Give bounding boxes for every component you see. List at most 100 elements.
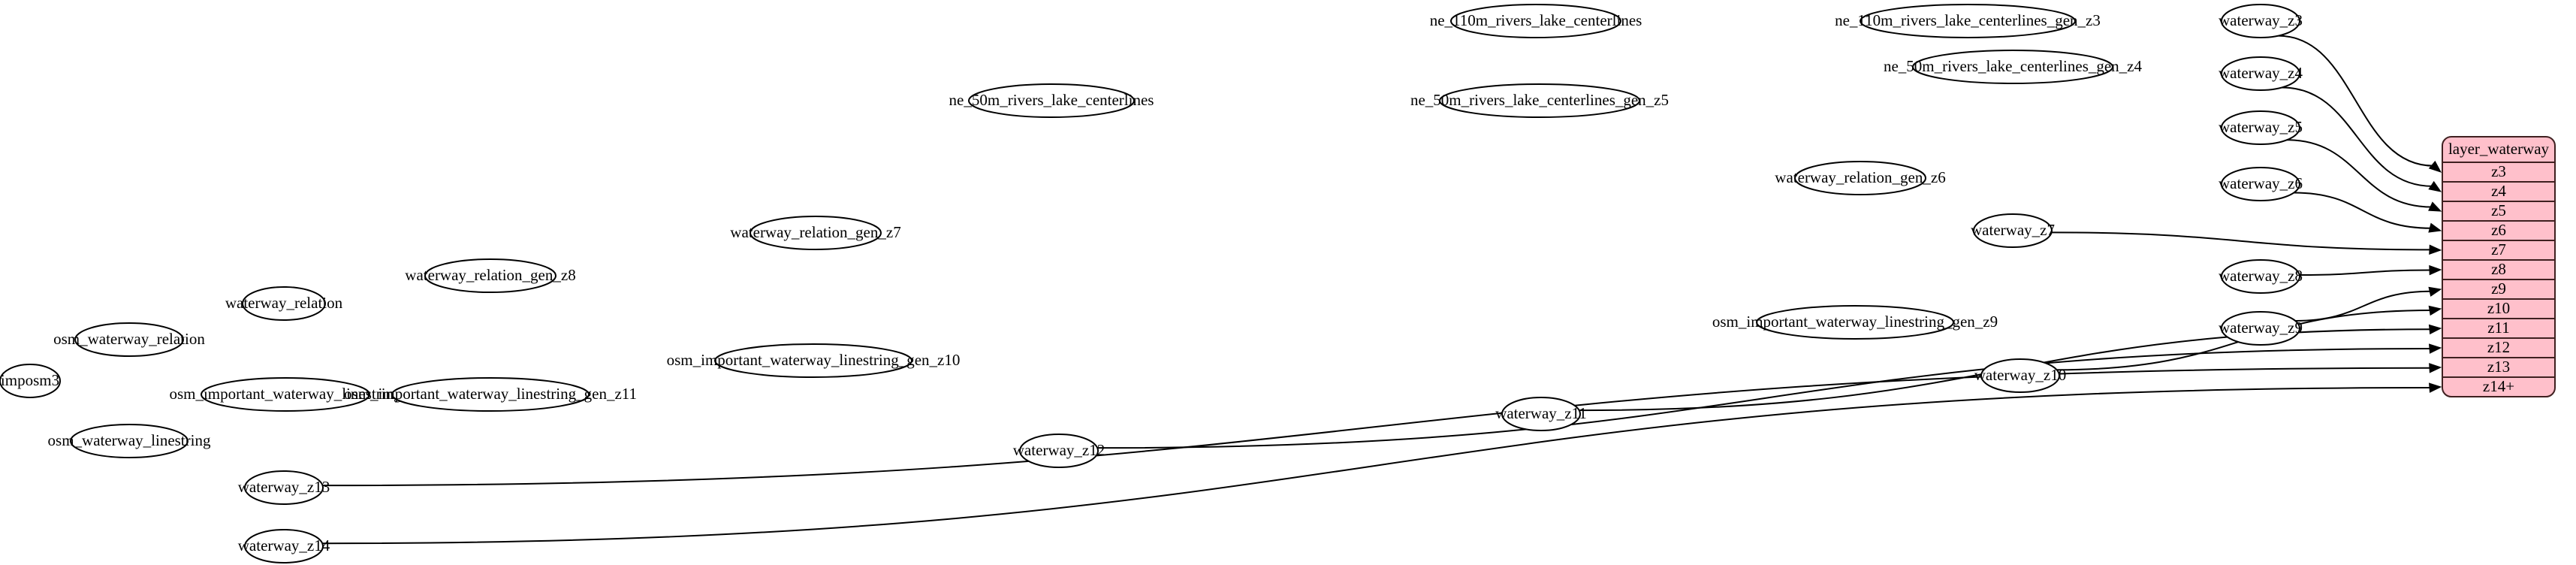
table-row-z10[interactable]: z10 [2442,298,2555,317]
node-osm_important_waterway_linestring_gen_z10[interactable]: osm_important_waterway_linestring_gen_z1… [667,343,961,378]
node-label-waterway_z4: waterway_z4 [2219,64,2303,82]
node-shape-waterway_z5 [2221,110,2300,145]
node-waterway_z8[interactable]: waterway_z8 [2219,259,2303,294]
node-label-osm_waterway_linestring: osm_waterway_linestring [48,431,211,449]
node-shape-waterway_z3 [2221,4,2300,38]
node-waterway_relation_gen_z8[interactable]: waterway_relation_gen_z8 [405,258,576,293]
node-ne_110m_rivers_lake_centerlines_gen_z3[interactable]: ne_110m_rivers_lake_centerlines_gen_z3 [1835,4,2101,38]
node-shape-waterway_z9 [2221,311,2300,346]
arrowhead-waterway_z12-to-table_z12 [2429,343,2442,354]
table-cell-z5: z5 [2491,201,2506,219]
edge-waterway_z14-to-table_z14+ [322,386,2432,545]
table-cell-z11: z11 [2487,319,2510,337]
node-label-osm_important_waterway_linestring: osm_important_waterway_linestring [169,385,402,403]
node-shape-ne_50m_rivers_lake_centerlines_gen_z5 [1439,83,1640,118]
arrowhead-waterway_z14-to-table_z14+ [2429,382,2442,393]
node-label-waterway_relation_gen_z7: waterway_relation_gen_z7 [730,223,900,241]
arrowhead-waterway_z3-to-table_z3 [2428,160,2442,173]
table-row-z14+[interactable]: z14+ [2442,376,2555,395]
node-shape-osm_important_waterway_linestring [201,377,370,412]
node-shape-waterway_relation_gen_z8 [424,258,557,293]
node-shape-imposm3 [0,364,61,398]
table-row-z4[interactable]: z4 [2442,181,2555,200]
table-row-z6[interactable]: z6 [2442,220,2555,239]
table-cell-z9: z9 [2491,279,2506,298]
arrowhead-waterway_z8-to-table_z8 [2429,264,2442,276]
table-row-z3[interactable]: z3 [2491,162,2506,180]
node-waterway_relation_gen_z7[interactable]: waterway_relation_gen_z7 [730,216,901,250]
table-row-z12[interactable]: z12 [2442,337,2555,356]
table-cell-z14+: z14+ [2483,377,2514,395]
arrowhead-waterway_z5-to-table_z5 [2428,201,2442,212]
edge-waterway_z6-to-table_z6 [2294,192,2432,229]
node-shape-waterway_relation_gen_z7 [750,216,882,250]
node-osm_waterway_linestring[interactable]: osm_waterway_linestring [48,424,211,458]
node-shape-waterway_z13 [244,470,324,505]
table-cell-z8: z8 [2491,260,2506,278]
node-waterway_z3[interactable]: waterway_z3 [2219,4,2303,38]
node-label-osm_important_waterway_linestring_gen_z11: osm_important_waterway_linestring_gen_z1… [344,385,637,403]
table-cell-z7: z7 [2491,240,2506,258]
node-shape-waterway_z7 [1973,213,2053,248]
node-shape-waterway_z10 [1980,358,2060,393]
arrowhead-waterway_z10-to-table_z10 [2428,305,2442,316]
table-cell-z3: z3 [2491,162,2506,180]
arrowhead-waterway_z9-to-table_z9 [2428,286,2442,297]
node-osm_important_waterway_linestring_gen_z9[interactable]: osm_important_waterway_linestring_gen_z9 [1712,305,1998,340]
node-shape-waterway_relation_gen_z6 [1794,161,1926,195]
node-label-waterway_z6: waterway_z6 [2219,174,2303,192]
node-osm_waterway_relation[interactable]: osm_waterway_relation [53,322,205,357]
node-shape-waterway_z8 [2221,259,2300,294]
node-waterway_relation_gen_z6[interactable]: waterway_relation_gen_z6 [1775,161,1946,195]
node-waterway_z13[interactable]: waterway_z13 [238,470,330,505]
arrowhead-waterway_z4-to-table_z4 [2428,180,2442,192]
node-label-waterway_z8: waterway_z8 [2219,267,2303,285]
node-waterway_relation[interactable]: waterway_relation [225,286,343,321]
table-row-z7[interactable]: z7 [2442,240,2555,258]
node-label-waterway_z7: waterway_z7 [1971,221,2055,239]
edge-waterway_z9-to-table_z9 [2295,290,2432,322]
node-waterway_z12[interactable]: waterway_z12 [1013,434,1105,468]
node-shape-ne_50m_rivers_lake_centerlines_gen_z4 [1912,50,2113,84]
node-label-ne_50m_rivers_lake_centerlines_gen_z5: ne_50m_rivers_lake_centerlines_gen_z5 [1410,91,1669,109]
edge-waterway_z5-to-table_z5 [2287,139,2433,208]
node-imposm3[interactable]: imposm3 [0,364,61,398]
table-cell-z4: z4 [2491,182,2506,200]
node-shape-osm_important_waterway_linestring_gen_z11 [391,377,590,412]
node-waterway_z9[interactable]: waterway_z9 [2219,311,2303,346]
node-osm_important_waterway_linestring[interactable]: osm_important_waterway_linestring [169,377,402,412]
node-waterway_z7[interactable]: waterway_z7 [1971,213,2055,248]
node-osm_important_waterway_linestring_gen_z11[interactable]: osm_important_waterway_linestring_gen_z1… [344,377,637,412]
node-label-ne_110m_rivers_lake_centerlines_gen_z3: ne_110m_rivers_lake_centerlines_gen_z3 [1835,11,2101,29]
arrowhead-waterway_z6-to-table_z6 [2428,222,2442,233]
node-waterway_z10[interactable]: waterway_z10 [1974,358,2066,393]
node-waterway_z6[interactable]: waterway_z6 [2219,167,2303,201]
table-cell-z6: z6 [2491,221,2506,239]
node-waterway_z5[interactable]: waterway_z5 [2219,110,2303,145]
table-row-z5[interactable]: z5 [2442,201,2555,219]
node-label-waterway_relation_gen_z8: waterway_relation_gen_z8 [405,266,575,284]
node-label-waterway_z9: waterway_z9 [2219,319,2303,337]
table-row-z8[interactable]: z8 [2442,259,2555,278]
node-ne_50m_rivers_lake_centerlines[interactable]: ne_50m_rivers_lake_centerlines [949,83,1154,118]
table-row-z13[interactable]: z13 [2442,357,2555,376]
node-ne_110m_rivers_lake_centerlines[interactable]: ne_110m_rivers_lake_centerlines [1430,4,1642,38]
node-shape-waterway_relation [242,286,326,321]
node-ne_50m_rivers_lake_centerlines_gen_z4[interactable]: ne_50m_rivers_lake_centerlines_gen_z4 [1884,50,2143,84]
node-waterway_z11[interactable]: waterway_z11 [1495,397,1587,431]
node-label-waterway_relation_gen_z6: waterway_relation_gen_z6 [1775,168,1945,186]
node-waterway_z14[interactable]: waterway_z14 [238,529,330,563]
node-waterway_z4[interactable]: waterway_z4 [2219,56,2303,91]
table-row-z9[interactable]: z9 [2442,279,2555,298]
node-label-osm_important_waterway_linestring_gen_z9: osm_important_waterway_linestring_gen_z9 [1712,313,1998,331]
table-row-z11[interactable]: z11 [2442,318,2555,337]
node-label-waterway_z3: waterway_z3 [2219,11,2303,29]
arrowhead-waterway_z11-to-table_z11 [2428,324,2442,335]
edge-waterway_z12-to-table_z12 [1097,347,2432,449]
node-label-osm_waterway_relation: osm_waterway_relation [53,330,205,348]
node-ne_50m_rivers_lake_centerlines_gen_z5[interactable]: ne_50m_rivers_lake_centerlines_gen_z5 [1410,83,1669,118]
node-shape-waterway_z11 [1501,397,1581,431]
layer-waterway-table: layer_waterwayz3z4z5z6z7z8z9z10z11z12z13… [2442,136,2556,397]
